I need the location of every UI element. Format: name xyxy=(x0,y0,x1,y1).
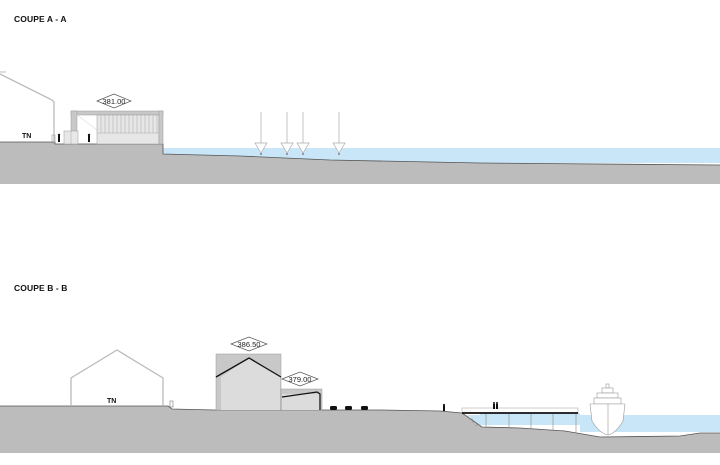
existing-house-a xyxy=(0,73,55,142)
section-b: TN 386.50 379.00 xyxy=(0,336,720,453)
level-marker-386: 386.50 xyxy=(230,336,268,352)
svg-text:381.00: 381.00 xyxy=(103,97,126,106)
shrubs xyxy=(330,406,368,410)
level-marker-379: 379.00 xyxy=(281,371,319,387)
tn-label-b: TN xyxy=(107,398,116,405)
svg-text:386.50: 386.50 xyxy=(238,340,261,349)
section-b-title: COUPE B - B xyxy=(14,283,68,293)
person-b xyxy=(442,403,446,411)
ground-b xyxy=(0,406,720,453)
main-building xyxy=(215,353,282,411)
annex-building xyxy=(280,388,323,411)
section-a-title: COUPE A - A xyxy=(14,14,67,24)
ground-a xyxy=(0,142,720,184)
anchor-markers xyxy=(254,112,346,156)
boat xyxy=(589,383,626,436)
pavilion-building xyxy=(63,110,164,145)
section-a: TN xyxy=(0,71,720,184)
svg-text:379.00: 379.00 xyxy=(289,375,312,384)
pier xyxy=(461,402,579,433)
existing-house-b xyxy=(70,349,164,406)
people-a xyxy=(57,133,91,142)
tn-label-a: TN xyxy=(22,133,31,140)
level-marker-381: 381.00 xyxy=(96,93,132,109)
